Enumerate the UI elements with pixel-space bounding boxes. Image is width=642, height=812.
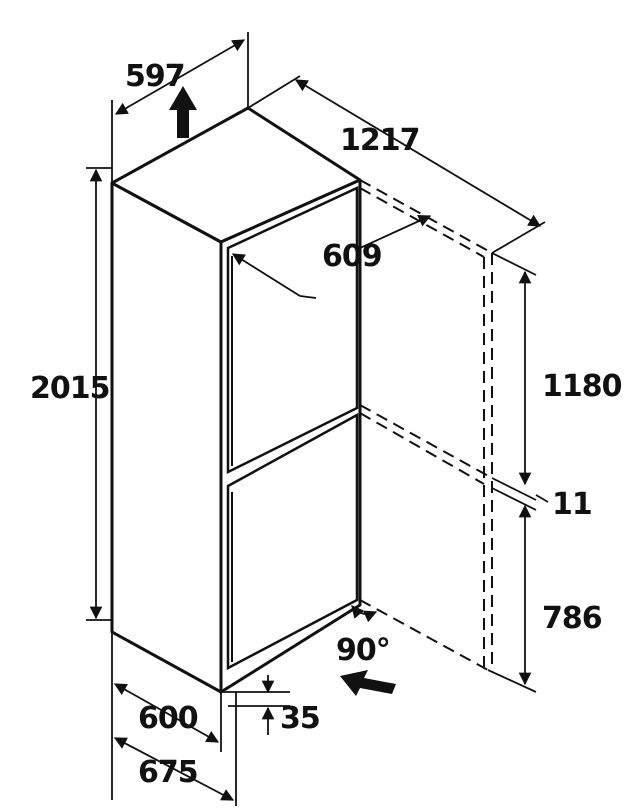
- arrow-up-icon: [169, 86, 197, 138]
- dim-depth-open: 1217: [340, 123, 420, 158]
- lower-door: [226, 412, 359, 671]
- dim-width-front: 600: [138, 701, 198, 736]
- dim-clearance: 35: [280, 701, 320, 736]
- dim-width-top: 597: [125, 59, 185, 94]
- fridge-side-panel: [110, 181, 223, 694]
- dim-height-total: 2015: [30, 371, 110, 406]
- arrow-left-icon: [340, 670, 396, 696]
- dim-lower-door: 786: [542, 601, 602, 636]
- dim-door-angle: 90°: [336, 633, 390, 668]
- dim-door-depth: 609: [322, 239, 382, 274]
- fridge-doors: [226, 186, 359, 671]
- dim-door-gap: 11: [552, 487, 592, 522]
- dim-depth-handle: 675: [138, 755, 198, 790]
- dim-upper-door: 1180: [542, 369, 622, 404]
- dimension-lines: [86, 32, 549, 806]
